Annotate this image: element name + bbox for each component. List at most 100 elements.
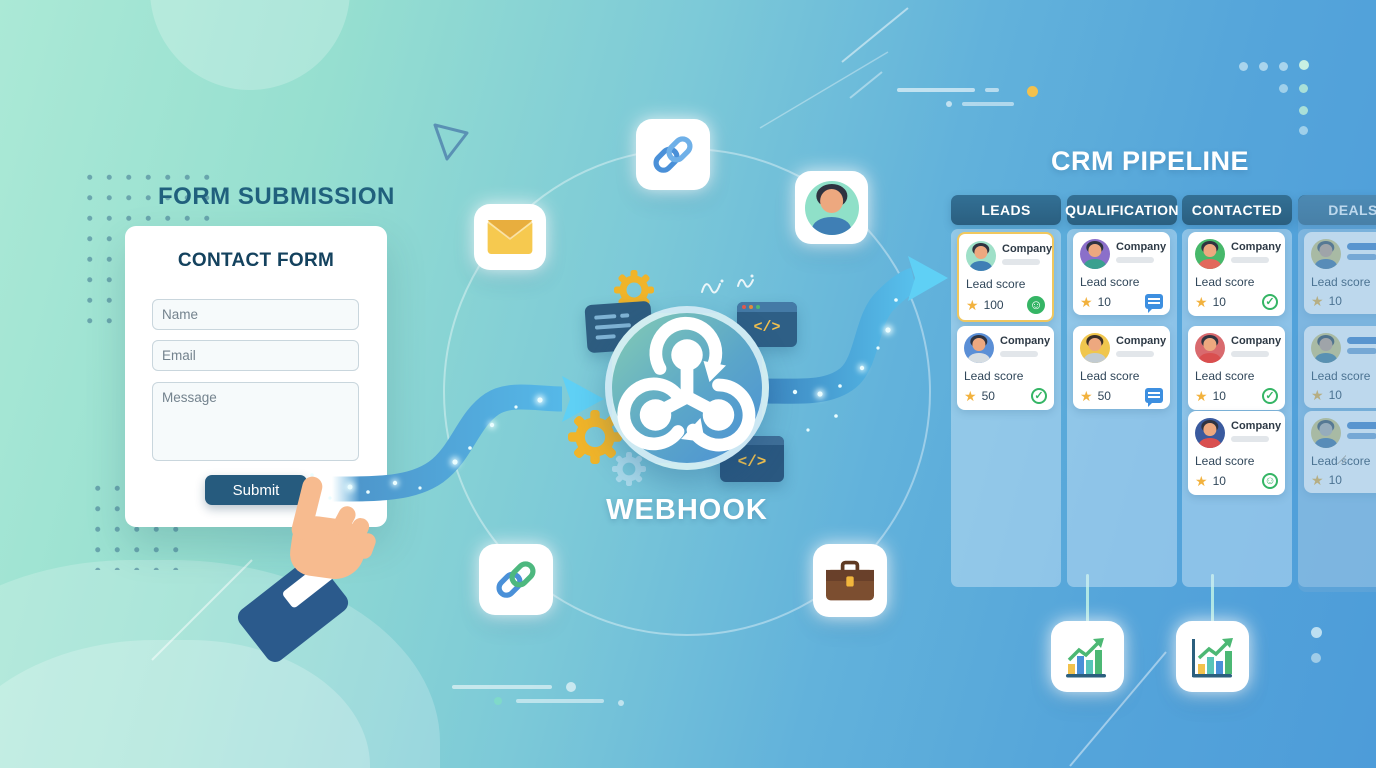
lead-score-label: Lead score <box>1195 369 1255 383</box>
window-bar <box>737 302 797 312</box>
dot-decoration <box>1311 627 1322 638</box>
lead-score-value: 10 <box>1097 294 1111 309</box>
column-header-deals: DEALS <box>1298 195 1376 225</box>
message-textarea[interactable] <box>152 382 359 461</box>
avatar <box>1311 333 1341 363</box>
column-header-leads: LEADS <box>951 195 1061 225</box>
lead-score-label: Lead score <box>966 277 1026 291</box>
dot-decoration <box>1299 84 1308 93</box>
connector-line <box>1086 574 1089 630</box>
lead-score-label: Lead score <box>1195 454 1255 468</box>
company-placeholder-bar <box>1231 436 1269 442</box>
status-icon: ✓ <box>1262 388 1278 404</box>
company-label: Company <box>1116 335 1167 347</box>
lead-card[interactable]: Company Lead score ★ 50 <box>1073 326 1170 409</box>
lead-score-value: 50 <box>1097 388 1111 403</box>
email-input[interactable] <box>152 340 359 371</box>
contact-form-card: CONTACT FORM Submit <box>125 226 387 527</box>
star-icon: ★ <box>1311 387 1324 403</box>
dot-decoration <box>494 697 502 705</box>
company-placeholder-bar <box>1347 348 1376 354</box>
lead-card[interactable]: Company Lead score ★ 10 ✓ <box>1188 232 1285 316</box>
lead-score-label: Lead score <box>1195 275 1255 289</box>
company-placeholder-bar <box>1347 254 1376 260</box>
star-icon: ★ <box>1311 472 1324 488</box>
lead-score-value: 10 <box>1328 473 1342 487</box>
star-icon: ★ <box>1080 387 1093 404</box>
lead-score-label: Lead score <box>1080 275 1140 289</box>
line-decoration <box>962 102 1014 106</box>
line-decoration <box>985 88 999 92</box>
column-body: Lead score ★ 10 Lead score ★ 10 <box>1298 229 1376 587</box>
company-placeholder-bar <box>1347 433 1376 439</box>
submit-button[interactable]: Submit <box>205 475 307 505</box>
lead-card[interactable]: Company Lead score ★ 100 ☺ <box>957 232 1054 322</box>
star-icon: ★ <box>1080 293 1093 310</box>
lead-score-label: Lead score <box>1311 369 1371 383</box>
webhook-label: WEBHOOK <box>606 494 768 526</box>
envelope-icon <box>487 220 533 254</box>
diagonal-line <box>841 7 909 63</box>
briefcase-icon <box>826 560 874 600</box>
company-placeholder-bar <box>1000 351 1038 357</box>
avatar <box>1195 239 1225 269</box>
crm-pipeline-title: CRM PIPELINE <box>1050 146 1250 176</box>
pipeline-column-contacted: CONTACTED Company Lead score ★ 10 ✓ Comp… <box>1182 195 1292 587</box>
code-icon: </> <box>737 453 767 471</box>
avatar <box>1080 239 1110 269</box>
connector-line <box>1211 574 1214 630</box>
company-placeholder-bar <box>1002 259 1040 265</box>
lead-card[interactable]: Company Lead score ★ 10 ✓ <box>1188 326 1285 410</box>
avatar <box>964 333 994 363</box>
contact-avatar-tile <box>795 171 868 244</box>
status-icon: ✓ <box>1031 388 1047 404</box>
growth-chart-tile <box>1051 621 1124 692</box>
company-label: Company <box>1002 243 1053 255</box>
column-body: Company Lead score ★ 100 ☺ Company Lead … <box>951 229 1061 587</box>
analytics-chart-tile <box>1176 621 1249 692</box>
star-icon: ★ <box>964 388 977 404</box>
star-icon: ★ <box>1195 388 1208 404</box>
lead-card[interactable]: Lead score ★ 10 <box>1304 411 1376 493</box>
pipeline-column-qualification: QUALIFICATION Company Lead score ★ 10 Co… <box>1065 195 1179 587</box>
lead-card[interactable]: Company Lead score ★ 10 ☺ <box>1188 411 1285 495</box>
company-placeholder-bar <box>1231 257 1269 263</box>
star-icon: ★ <box>1195 473 1208 489</box>
briefcase-icon-tile <box>813 544 887 617</box>
lead-card[interactable]: Lead score ★ 10 <box>1304 232 1376 314</box>
lead-card[interactable]: Company Lead score ★ 10 <box>1073 232 1170 315</box>
email-icon-tile <box>474 204 546 270</box>
yellow-dot-decoration <box>1027 86 1038 97</box>
triangle-outline-decoration <box>433 123 469 161</box>
avatar <box>1311 418 1341 448</box>
company-label: Company <box>1116 241 1167 253</box>
company-label: Company <box>1231 420 1282 432</box>
background-blob <box>150 0 350 90</box>
dot-decoration <box>1299 106 1308 115</box>
name-input[interactable] <box>152 299 359 330</box>
lead-card[interactable]: Company Lead score ★ 50 ✓ <box>957 326 1054 410</box>
status-icon: ✓ <box>1262 294 1278 310</box>
avatar <box>966 241 996 271</box>
star-icon: ★ <box>1195 294 1208 310</box>
company-label: Company <box>1231 335 1282 347</box>
column-header-contacted: CONTACTED <box>1182 195 1292 225</box>
line-decoration <box>897 88 975 92</box>
lead-score-value: 10 <box>1328 294 1342 308</box>
avatar <box>1080 333 1110 363</box>
company-label: Company <box>1231 241 1282 253</box>
company-label: Company <box>1000 335 1051 347</box>
lead-score-value: 10 <box>1212 474 1226 488</box>
company-placeholder-bar <box>1347 422 1376 429</box>
company-placeholder-bar <box>1347 243 1376 250</box>
textarea-resize-grip[interactable] <box>1337 455 1346 464</box>
star-icon: ★ <box>966 297 979 313</box>
lead-score-value: 50 <box>981 389 995 403</box>
company-placeholder-bar <box>1116 257 1154 263</box>
avatar <box>1311 239 1341 269</box>
lead-card[interactable]: Lead score ★ 10 <box>1304 326 1376 408</box>
chain-link-icon <box>653 135 693 173</box>
company-placeholder-bar <box>1116 351 1154 357</box>
dot-decoration <box>1299 60 1309 70</box>
